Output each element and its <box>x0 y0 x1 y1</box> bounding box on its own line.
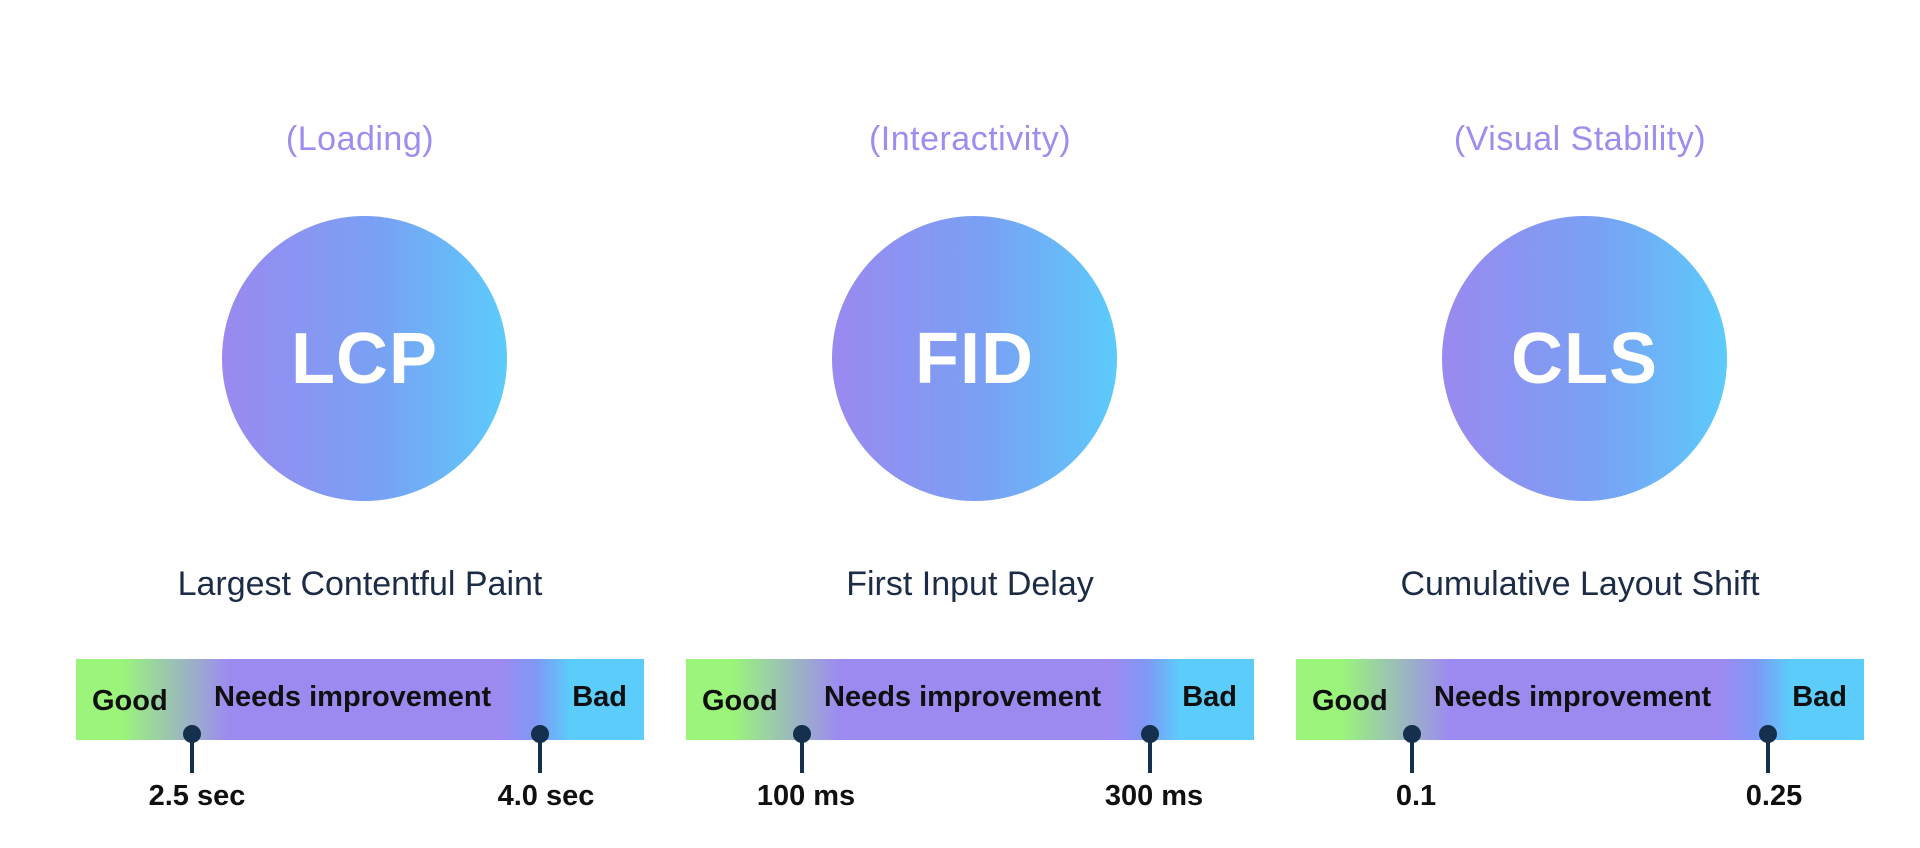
metric-category: (Loading) <box>285 120 435 158</box>
metric-abbr: FID <box>915 318 1034 399</box>
rating-needs-improvement-label: Needs improvement <box>824 681 1102 713</box>
metric-full-name: First Input Delay <box>846 565 1094 603</box>
threshold-bad-label: 4.0 sec <box>497 780 595 812</box>
metric-full-name: Largest Contentful Paint <box>177 565 543 603</box>
threshold-bad-label: 0.25 <box>1745 780 1803 812</box>
threshold-good-label: 2.5 sec <box>148 780 246 812</box>
metric-circle: LCP <box>222 216 507 501</box>
rating-bad-label: Bad <box>1182 681 1237 713</box>
metric-circle: FID <box>832 216 1117 501</box>
rating-bad-label: Bad <box>572 681 627 713</box>
metric-circle: CLS <box>1442 216 1727 501</box>
metric-abbr: LCP <box>291 318 438 399</box>
threshold-bad-label: 300 ms <box>1104 780 1204 812</box>
rating-scale-bar: Good Needs improvement Bad <box>76 659 644 740</box>
threshold-good-label: 100 ms <box>756 780 856 812</box>
metric-category: (Visual Stability) <box>1453 120 1707 158</box>
rating-bad-label: Bad <box>1792 681 1847 713</box>
metric-fid: (Interactivity) FID First Input Delay Go… <box>686 0 1254 848</box>
rating-good-label: Good <box>92 685 168 717</box>
rating-good-label: Good <box>1312 685 1388 717</box>
metric-abbr: CLS <box>1511 318 1658 399</box>
threshold-pin-icon <box>1759 725 1777 775</box>
threshold-pin-icon <box>1403 725 1421 775</box>
threshold-pin-icon <box>1141 725 1159 775</box>
metric-lcp: (Loading) LCP Largest Contentful Paint G… <box>76 0 644 848</box>
rating-good-label: Good <box>702 685 778 717</box>
threshold-good-label: 0.1 <box>1395 780 1437 812</box>
threshold-pin-icon <box>793 725 811 775</box>
metric-category: (Interactivity) <box>868 120 1072 158</box>
metric-cls: (Visual Stability) CLS Cumulative Layout… <box>1296 0 1864 848</box>
rating-needs-improvement-label: Needs improvement <box>214 681 492 713</box>
rating-scale-bar: Good Needs improvement Bad <box>1296 659 1864 740</box>
rating-scale-bar: Good Needs improvement Bad <box>686 659 1254 740</box>
threshold-pin-icon <box>183 725 201 775</box>
threshold-pin-icon <box>531 725 549 775</box>
rating-needs-improvement-label: Needs improvement <box>1434 681 1712 713</box>
metric-full-name: Cumulative Layout Shift <box>1400 565 1760 603</box>
